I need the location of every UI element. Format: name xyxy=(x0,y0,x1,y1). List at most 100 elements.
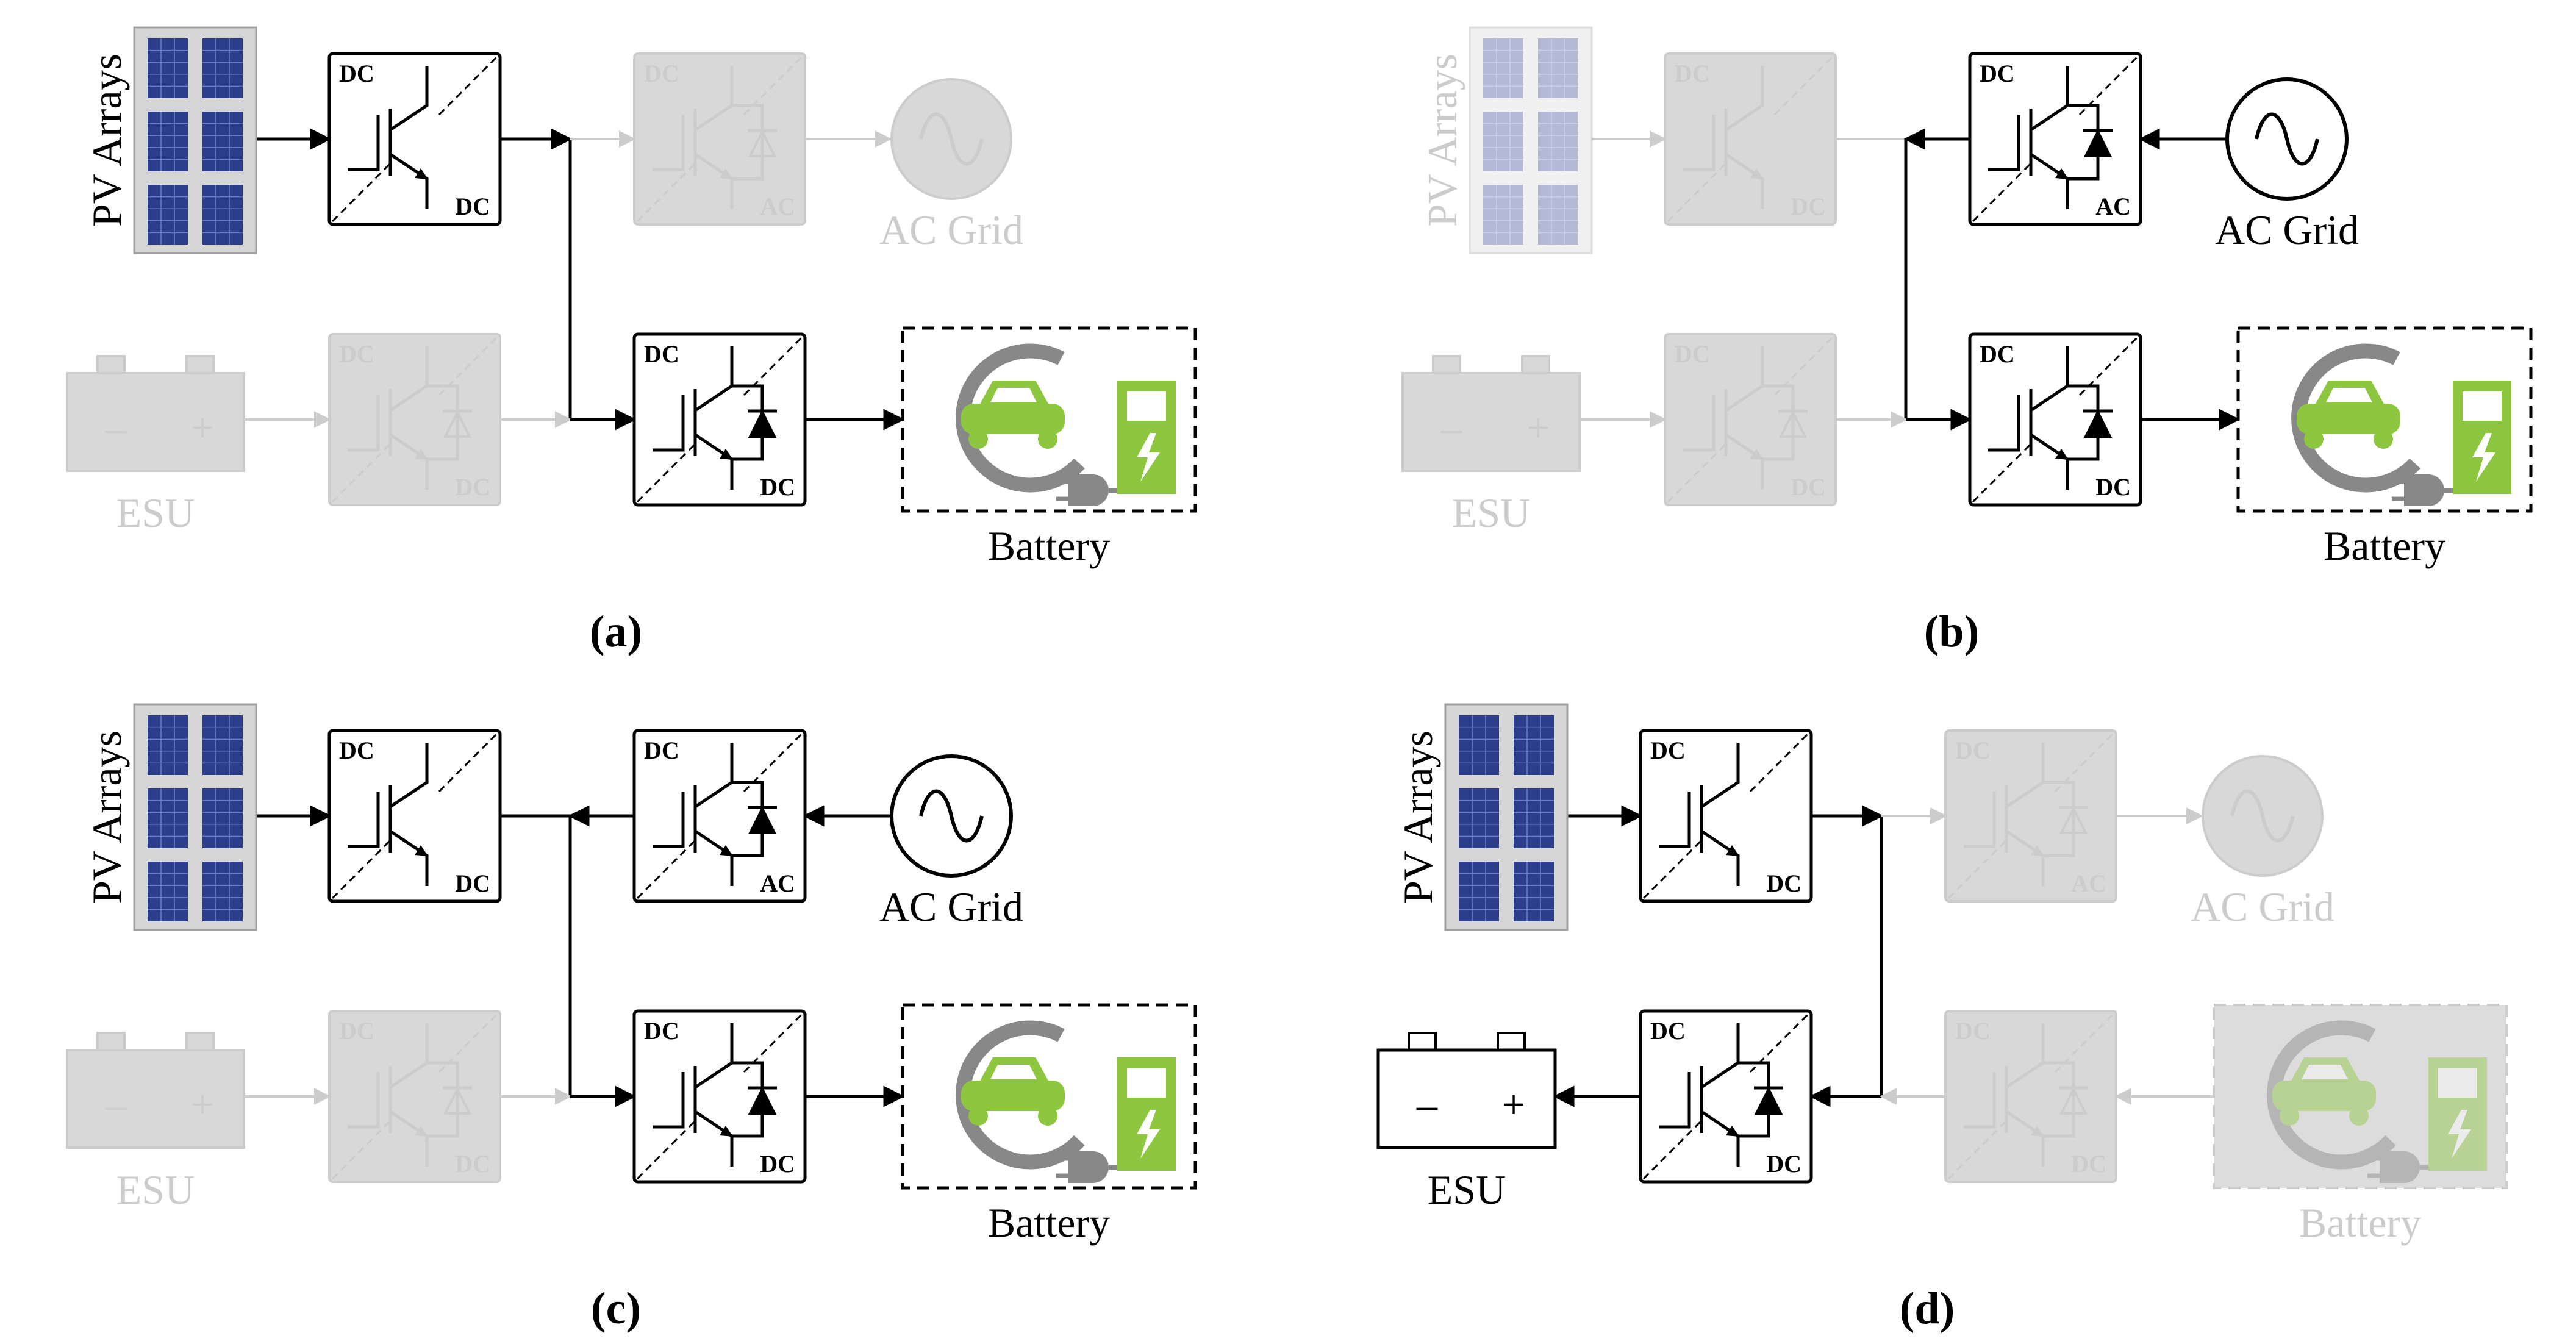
esu-plus-sign: + xyxy=(191,404,214,451)
ac-grid: AC Grid xyxy=(2191,755,2334,930)
converter-diag-bottom xyxy=(636,443,696,503)
diode-triangle xyxy=(1754,1086,1783,1115)
diode-wire xyxy=(2043,1061,2075,1138)
pv-cell xyxy=(148,112,188,171)
esu-terminal-pos xyxy=(1497,1032,1526,1051)
car-wheel-icon xyxy=(2374,429,2393,449)
pv-cell xyxy=(1514,788,1554,848)
igbt-gate xyxy=(1988,395,2020,452)
pv-cell-body xyxy=(148,715,188,775)
diode-triangle xyxy=(748,1086,777,1115)
diode-triangle xyxy=(1778,409,1808,438)
converter-diag-bottom xyxy=(1947,1120,2008,1180)
esu-minus-sign: – xyxy=(105,404,127,451)
esu-label: ESU xyxy=(116,490,195,536)
car-body-icon xyxy=(961,404,1065,434)
ev-charging-icon xyxy=(956,343,1176,506)
esu-label: ESU xyxy=(116,1167,195,1213)
converter-bottom-tag: AC xyxy=(2071,870,2106,897)
converter-top-tag: DC xyxy=(339,340,374,368)
pv-cell xyxy=(202,185,243,245)
car-wheel-icon xyxy=(2304,429,2324,449)
pv-cell xyxy=(148,788,188,848)
converter: DC DC xyxy=(328,333,501,506)
igbt-gate xyxy=(348,115,380,171)
esu-minus-sign: – xyxy=(1440,404,1462,451)
esu-terminal-neg xyxy=(96,1032,126,1051)
pv-cell-body xyxy=(148,185,188,245)
igbt-arrow xyxy=(720,1126,733,1137)
converter-diag-top xyxy=(1749,729,1812,793)
converter-bottom-tag: DC xyxy=(455,473,490,501)
panel-caption: (a) xyxy=(590,607,642,657)
esu-terminal-neg xyxy=(1432,355,1461,374)
battery-label: Battery xyxy=(2299,1199,2421,1246)
battery-cell-icon xyxy=(1401,372,1581,472)
igbt-arrow xyxy=(415,1126,428,1137)
esu-plus-sign: + xyxy=(191,1081,214,1128)
pv-cell xyxy=(1538,185,1578,245)
pv-cell xyxy=(1459,788,1499,848)
battery-cell-icon xyxy=(66,1049,245,1149)
pv-cell xyxy=(1514,715,1554,775)
converter-top-tag: DC xyxy=(644,1017,679,1045)
pv-cell xyxy=(1538,112,1578,171)
igbt-collector xyxy=(1725,66,1764,132)
sine-wave-icon xyxy=(919,789,984,843)
converter-diag-top xyxy=(438,729,501,793)
ev-charging-icon xyxy=(2267,1020,2487,1183)
igbt-gate xyxy=(1964,1072,1996,1129)
ac-grid: AC Grid xyxy=(879,754,1023,930)
diode-triangle xyxy=(2059,1086,2088,1115)
converter-bottom-tag: DC xyxy=(455,193,490,220)
diode-triangle xyxy=(748,409,777,438)
pv-arrays-label: PV Arrays xyxy=(1395,731,1441,904)
lightning-icon xyxy=(1137,433,1160,482)
pv-arrays-label: PV Arrays xyxy=(1419,54,1465,227)
converter-bottom-tag: DC xyxy=(455,1150,490,1178)
converter-bottom-tag: AC xyxy=(760,870,795,897)
igbt-arrow xyxy=(1750,168,1764,179)
esu-terminal-pos xyxy=(185,355,215,374)
ac-grid-label: AC Grid xyxy=(879,884,1023,930)
pv-cell-body xyxy=(202,38,243,98)
pv-array xyxy=(133,703,257,931)
pv-cell xyxy=(148,862,188,921)
pv-cell-body xyxy=(202,112,243,171)
pv-array xyxy=(1469,26,1593,254)
pv-cell xyxy=(1459,862,1499,921)
esu: –+ESU xyxy=(1376,1032,1557,1213)
converter-diag-bottom xyxy=(1667,443,1727,503)
converter-diag-bottom xyxy=(331,443,392,503)
converter-bottom-tag: DC xyxy=(1766,1150,1801,1178)
converter-diag-bottom xyxy=(1642,839,1703,899)
esu: –+ESU xyxy=(66,1032,245,1213)
panel-caption: (b) xyxy=(1924,607,1979,657)
igbt-collector xyxy=(1700,743,1740,809)
converter-diag-bottom xyxy=(1972,162,2032,223)
pv-cell-body xyxy=(202,715,243,775)
charger-screen-icon xyxy=(1127,391,1166,421)
pv-cell-body xyxy=(1538,112,1578,171)
converter-diag-bottom xyxy=(331,1120,392,1180)
pv-cell-body xyxy=(1483,112,1523,171)
pv-cell-body xyxy=(148,38,188,98)
diode-wire xyxy=(427,1061,459,1138)
car-wheel-icon xyxy=(2280,1106,2299,1126)
pv-cell xyxy=(1459,715,1499,775)
pv-cell-body xyxy=(1538,185,1578,245)
esu-plus-sign: + xyxy=(1502,1081,1525,1128)
ev-dashed-box xyxy=(2213,1004,2508,1189)
ac-grid-label: AC Grid xyxy=(879,207,1023,253)
charger-station-icon xyxy=(2428,1057,2487,1171)
car-window-icon xyxy=(2302,1065,2348,1079)
converter-bottom-tag: DC xyxy=(760,473,795,501)
igbt-gate xyxy=(348,1072,380,1129)
esu: – + ESU xyxy=(66,355,245,536)
